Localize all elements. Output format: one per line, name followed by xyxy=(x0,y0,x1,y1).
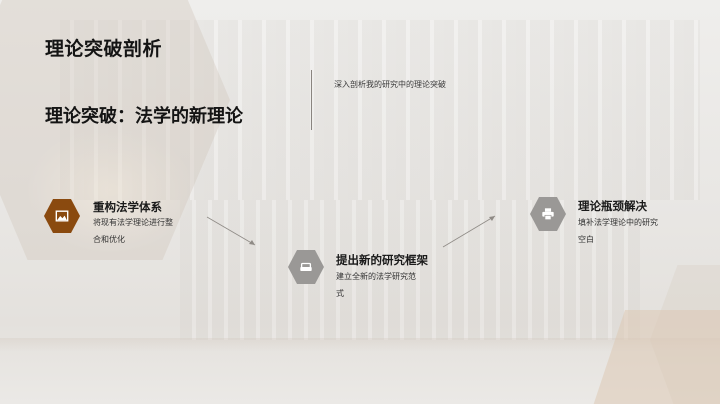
printer-icon xyxy=(542,208,554,221)
step-3-hexagon xyxy=(530,197,566,231)
step-1-title: 重构法学体系 xyxy=(93,200,162,214)
step-1-text: 将现有法学理论进行整合和优化 xyxy=(93,218,173,244)
table-edge xyxy=(0,338,720,352)
slide-title: 理论突破剖析 xyxy=(45,38,163,60)
step-3-text: 填补法学理论中的研究空白 xyxy=(578,218,658,244)
step-3-title: 理论瓶颈解决 xyxy=(578,199,647,213)
desk-items-backdrop xyxy=(180,200,640,340)
arrow-step2-to-step3 xyxy=(442,215,496,248)
sofa-icon xyxy=(300,262,312,271)
divider-line xyxy=(311,70,312,130)
step-1-hexagon xyxy=(44,199,80,233)
image-icon xyxy=(55,210,69,222)
step-2-title: 提出新的研究框架 xyxy=(336,253,428,267)
arrow-step1-to-step2 xyxy=(206,216,256,246)
step-2-text: 建立全新的法学研究范式 xyxy=(336,272,416,298)
bookshelf-backdrop xyxy=(60,20,700,200)
slide-subtitle: 理论突破：法学的新理论 xyxy=(45,106,243,127)
slide-description: 深入剖析我的研究中的理论突破 xyxy=(334,80,446,89)
